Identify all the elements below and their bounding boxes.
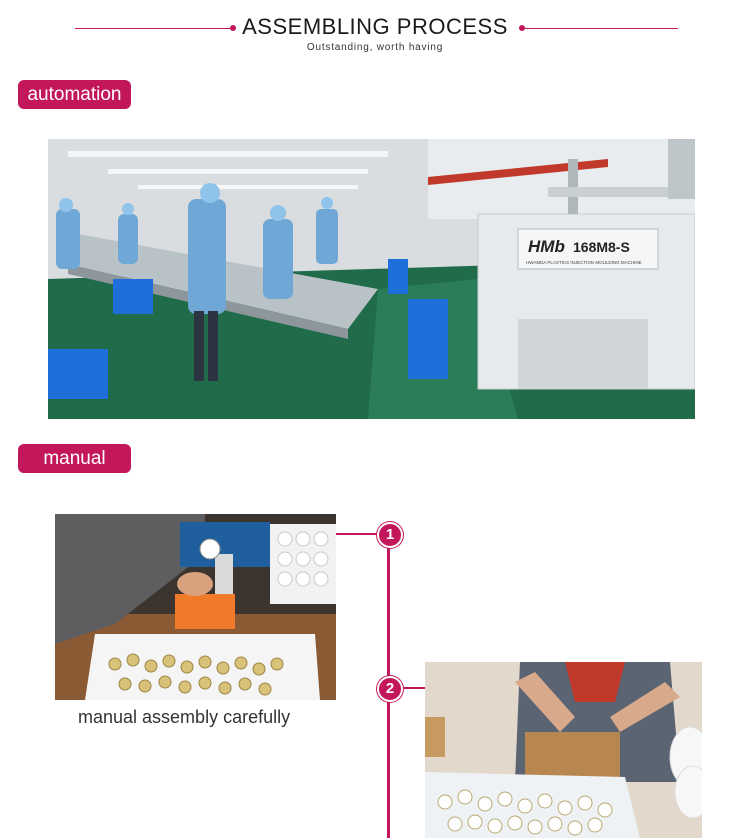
machine-brand-text: HMb [528,237,565,256]
page-subtitle: Outstanding, worth having [306,42,444,53]
step1-connector [336,533,388,535]
step2-number-badge: 2 [377,676,403,702]
step2-connector [390,687,425,689]
manual-step2-photo [425,662,702,838]
step1-number-badge: 1 [377,522,403,548]
machine-tagline-text: HWAMDA PLASTICS INJECTION MOULDING MACHI… [526,260,642,265]
header-rule-right [522,28,678,29]
step1-caption: manual assembly carefully [78,707,291,727]
automation-section-label: automation [18,80,131,109]
header-rule-left [75,28,233,29]
manual-section-label: manual [18,444,131,473]
manual-step1-photo [55,514,336,700]
machine-model-text: 168M8-S [573,239,630,255]
automation-factory-photo: HMb 168M8-S HWAMDA PLASTICS INJECTION MO… [48,139,695,419]
page-title: ASSEMBLING PROCESS [242,14,508,39]
header-dot-left [230,25,236,31]
